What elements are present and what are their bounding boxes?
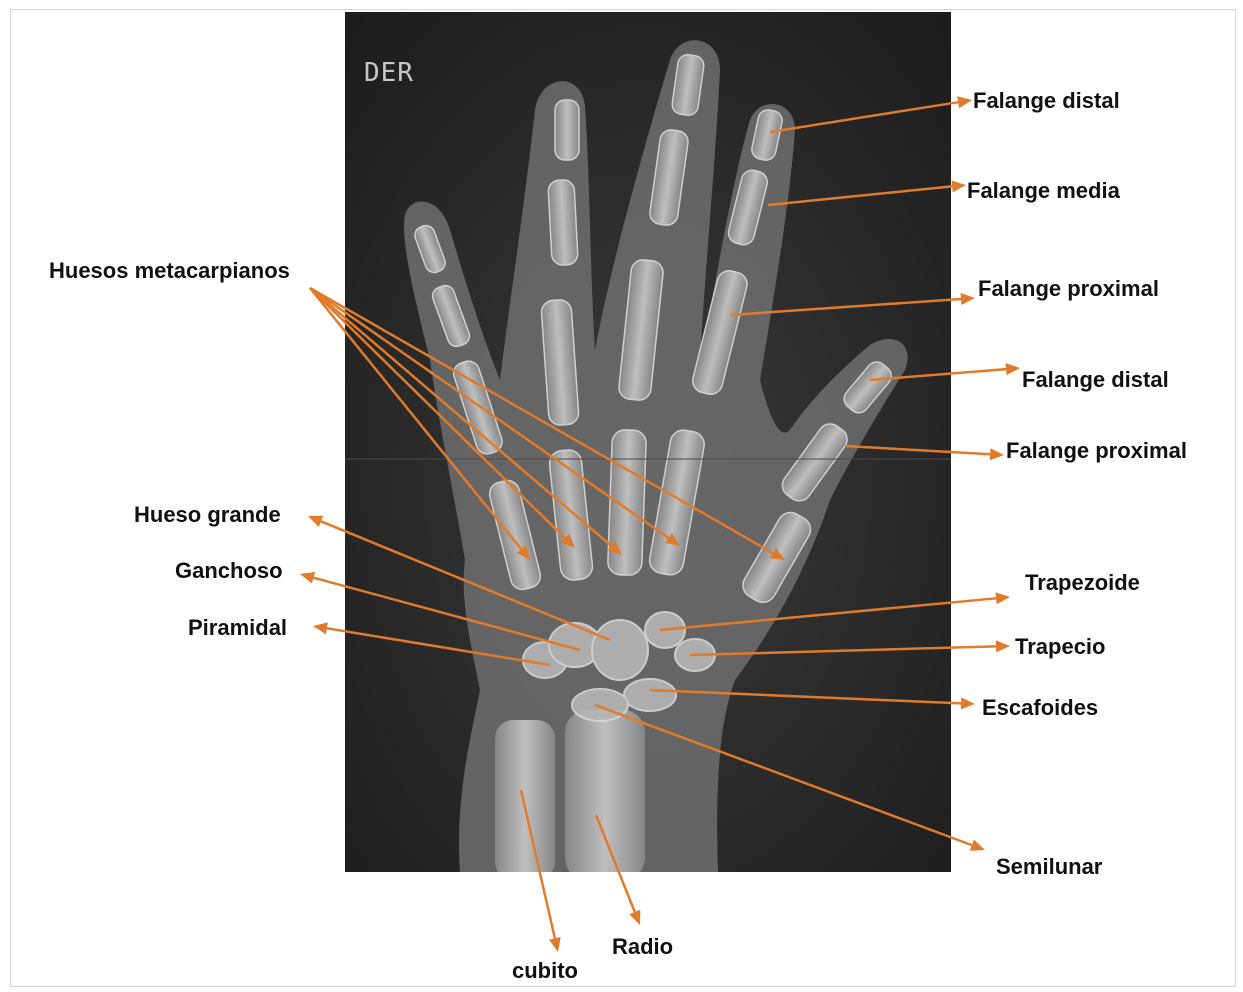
label-escafoides: Escafoides bbox=[982, 695, 1098, 721]
label-ganchoso: Ganchoso bbox=[175, 558, 283, 584]
label-radio: Radio bbox=[612, 934, 673, 960]
label-falange-distal-thumb: Falange distal bbox=[1022, 367, 1169, 393]
label-hueso-grande: Hueso grande bbox=[134, 502, 281, 528]
label-falange-proximal-thumb: Falange proximal bbox=[1006, 438, 1187, 464]
label-semilunar: Semilunar bbox=[996, 854, 1102, 880]
label-huesos-metacarpianos: Huesos metacarpianos bbox=[49, 258, 290, 284]
label-falange-media: Falange media bbox=[967, 178, 1120, 204]
label-trapecio: Trapecio bbox=[1015, 634, 1105, 660]
xray-side-marker: DER bbox=[364, 58, 414, 88]
label-falange-proximal-top: Falange proximal bbox=[978, 276, 1159, 302]
label-piramidal: Piramidal bbox=[188, 615, 287, 641]
label-falange-distal-top: Falange distal bbox=[973, 88, 1120, 114]
label-trapezoide: Trapezoide bbox=[1025, 570, 1140, 596]
label-cubito: cubito bbox=[512, 958, 578, 984]
